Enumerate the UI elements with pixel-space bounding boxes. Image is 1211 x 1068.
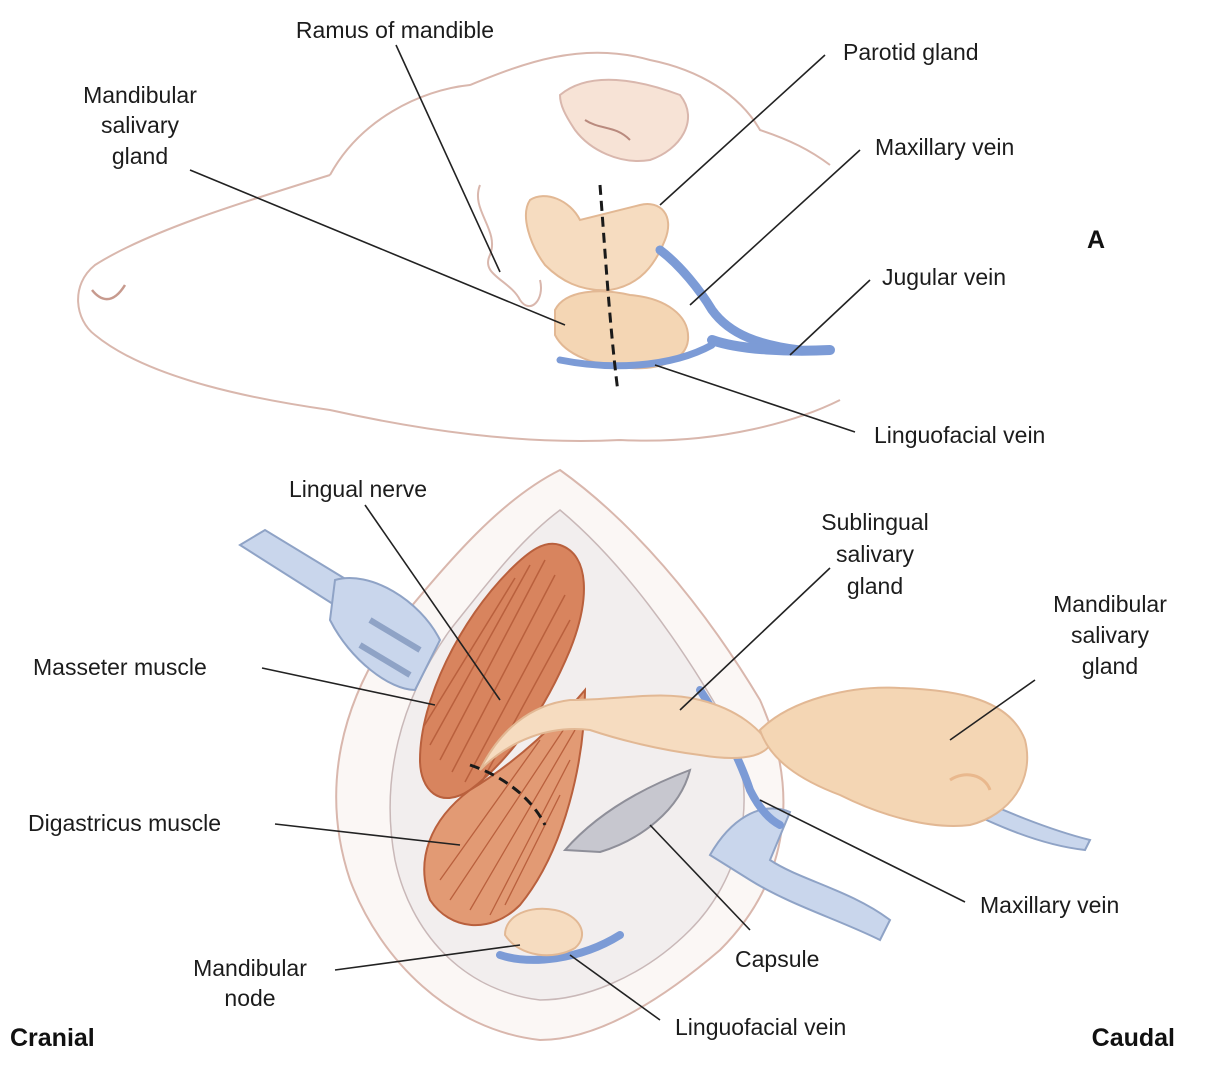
dog-head-outline — [78, 53, 840, 441]
label-mandibular-node-line2: node — [224, 985, 275, 1011]
label-caudal: Caudal — [1092, 1024, 1175, 1052]
label-maxillary-vein-a: Maxillary vein — [875, 134, 1014, 160]
label-linguofacial-vein-a: Linguofacial vein — [874, 422, 1045, 448]
label-digastricus-muscle: Digastricus muscle — [28, 810, 221, 836]
label-mandibular-gland-b-line1: Mandibular — [1053, 591, 1167, 617]
panel-letter-a: A — [1087, 226, 1105, 254]
label-sublingual-line1: Sublingual — [821, 509, 928, 535]
label-ramus-of-mandible: Ramus of mandible — [296, 17, 494, 43]
mandibular-gland-b — [760, 688, 1027, 826]
nose — [92, 285, 125, 299]
label-linguofacial-vein-b: Linguofacial vein — [675, 1014, 846, 1040]
label-mandibular-node-line1: Mandibular — [193, 955, 307, 981]
ear — [560, 80, 688, 161]
label-mandibular-gland-b-line2: salivary — [1071, 622, 1149, 648]
label-masseter-muscle: Masseter muscle — [33, 654, 207, 680]
label-maxillary-vein-b: Maxillary vein — [980, 892, 1119, 918]
label-capsule: Capsule — [735, 946, 819, 972]
label-sublingual-line3: gland — [847, 573, 903, 599]
panel-b — [240, 470, 1090, 1040]
panel-a — [78, 53, 840, 441]
retractor-left — [240, 530, 440, 690]
label-cranial: Cranial — [10, 1024, 95, 1052]
mandibular-gland-a — [555, 291, 688, 368]
label-jugular-vein: Jugular vein — [882, 264, 1006, 290]
label-mandibular-gland-a-line3: gland — [112, 143, 168, 169]
label-mandibular-gland-a-line2: salivary — [101, 112, 179, 138]
label-mandibular-gland-b-line3: gland — [1082, 653, 1138, 679]
parotid-gland — [526, 196, 668, 290]
label-lingual-nerve: Lingual nerve — [289, 476, 427, 502]
label-sublingual-line2: salivary — [836, 541, 914, 567]
label-mandibular-gland-a-line1: Mandibular — [83, 82, 197, 108]
label-parotid-gland: Parotid gland — [843, 39, 979, 65]
